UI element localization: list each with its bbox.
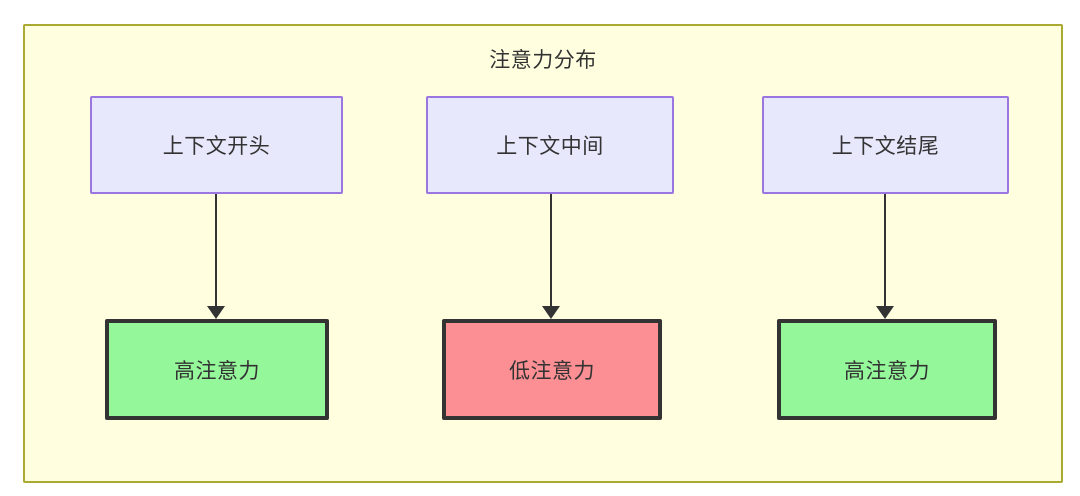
node-context-middle[interactable]: 上下文中间 bbox=[426, 96, 674, 194]
node-attention-high-end-label: 高注意力 bbox=[844, 359, 930, 383]
edge-shaft bbox=[215, 194, 217, 306]
node-attention-high-start[interactable]: 高注意力 bbox=[105, 319, 329, 420]
edge-shaft bbox=[884, 194, 886, 306]
arrowhead-icon bbox=[207, 306, 225, 319]
node-context-middle-label: 上下文中间 bbox=[496, 135, 604, 158]
node-context-start[interactable]: 上下文开头 bbox=[90, 96, 343, 194]
node-attention-high-start-label: 高注意力 bbox=[174, 359, 260, 383]
arrowhead-icon bbox=[542, 306, 560, 319]
attention-distribution-subgraph: 注意力分布 上下文开头 上下文中间 上下文结尾 高注意力 低 bbox=[23, 24, 1063, 483]
node-context-end-label: 上下文结尾 bbox=[831, 135, 940, 158]
node-attention-low-middle[interactable]: 低注意力 bbox=[442, 319, 662, 420]
node-attention-high-end[interactable]: 高注意力 bbox=[777, 319, 997, 420]
arrowhead-icon bbox=[876, 306, 894, 319]
node-attention-low-middle-label: 低注意力 bbox=[509, 359, 595, 383]
node-context-start-label: 上下文开头 bbox=[162, 135, 271, 158]
node-context-end[interactable]: 上下文结尾 bbox=[762, 96, 1009, 194]
edge-shaft bbox=[550, 194, 552, 306]
page-title: 注意力分布 bbox=[489, 49, 597, 72]
